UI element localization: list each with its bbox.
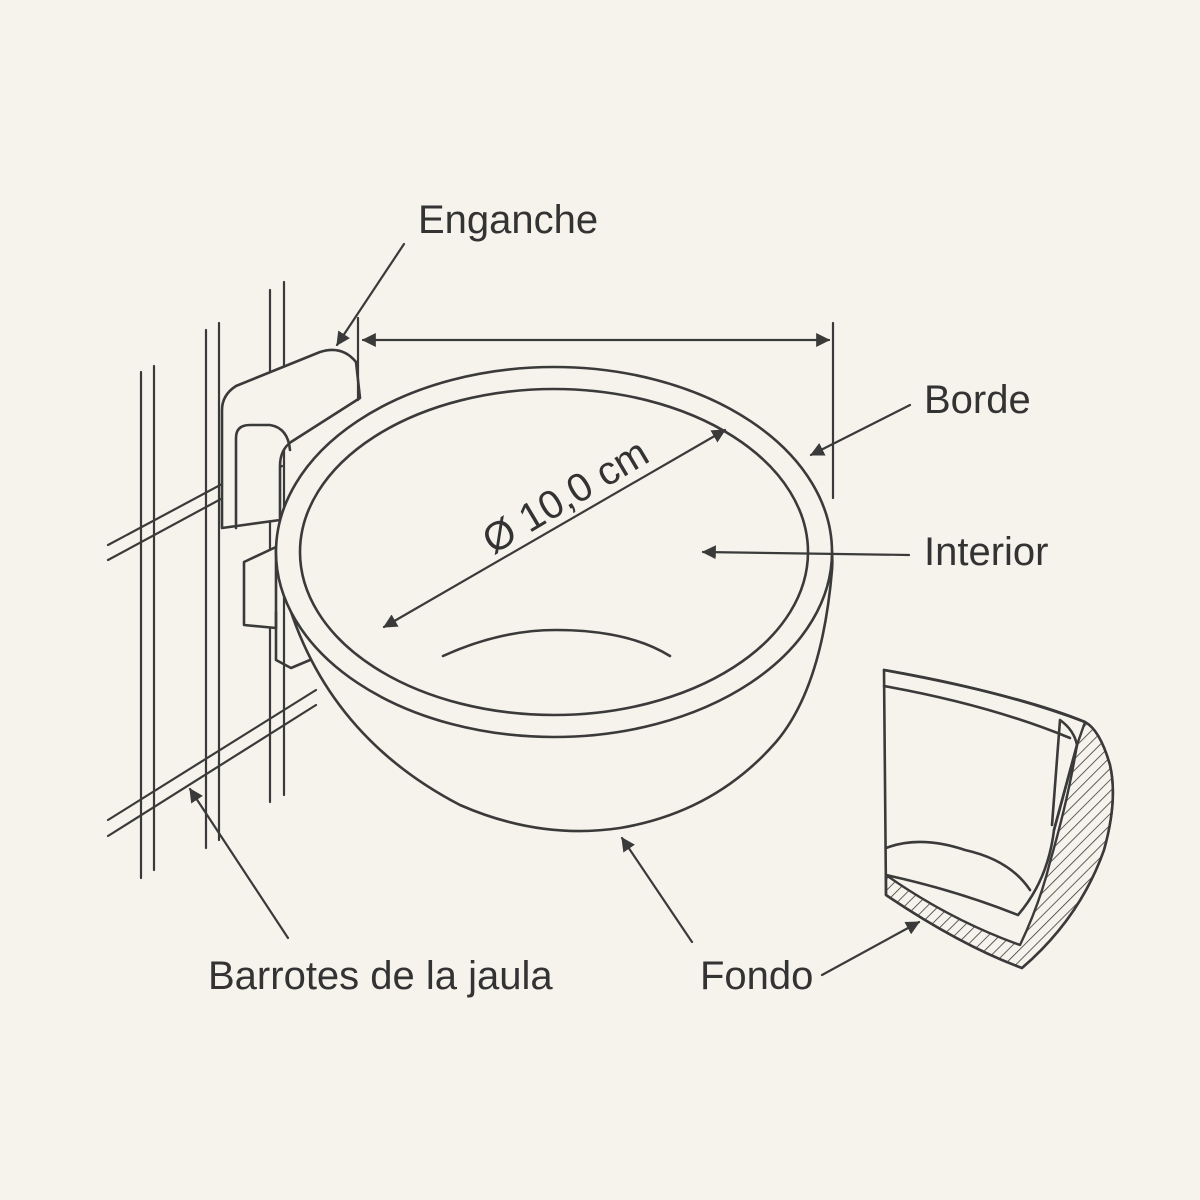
- rim-callout-arrow: [809, 403, 912, 457]
- label-rim: Borde: [924, 378, 1031, 422]
- bottom-callout-arrow: [620, 836, 694, 944]
- label-bars: Barrotes de la jaula: [208, 954, 553, 998]
- label-hook: Enganche: [418, 198, 598, 242]
- interior-callout-arrow: [701, 545, 911, 560]
- label-interior: Interior: [924, 530, 1049, 574]
- bowl-cutaway-section: [882, 668, 1115, 970]
- hook-clip: [220, 348, 362, 670]
- label-bottom: Fondo: [700, 954, 813, 998]
- bowl: [274, 365, 834, 833]
- hook-callout-arrow: [335, 242, 406, 347]
- width-dimension: [356, 316, 835, 500]
- bars-callout-arrow: [188, 787, 290, 940]
- callout-arrows: [188, 242, 921, 977]
- cutaway-bottom-callout-arrow: [820, 920, 921, 977]
